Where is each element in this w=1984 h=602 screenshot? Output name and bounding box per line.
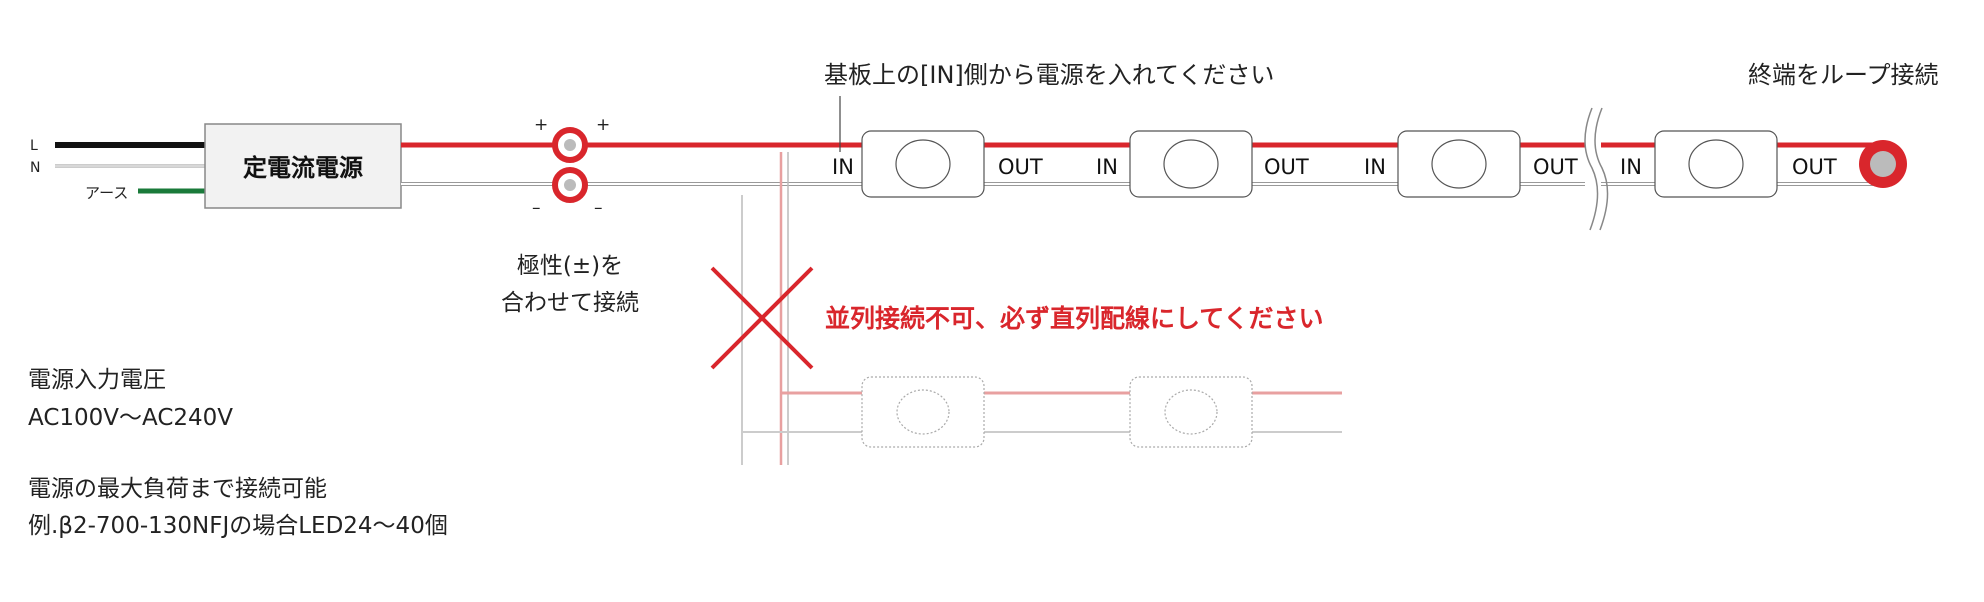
input-side-note: 基板上の[IN]側から電源を入れてください [824, 61, 1274, 89]
module-1-in-label: IN [832, 155, 854, 179]
wire-l-label: L [30, 138, 38, 154]
negative-connector-core [564, 179, 576, 191]
led-module-1 [861, 130, 985, 198]
polarity-note-line2: 合わせて接続 [501, 290, 639, 316]
parallel-warning: 並列接続不可、必ず直列配線にしてください [825, 304, 1324, 333]
module-4-out-label: OUT [1792, 155, 1837, 179]
spec-example: 例.β2-700-130NFJの場合LED24〜40個 [28, 513, 448, 539]
break-mark-right [1594, 107, 1609, 231]
faint-led-module-2 [1129, 376, 1253, 448]
module-2-in-label: IN [1096, 155, 1118, 179]
minus-left: – [532, 198, 541, 218]
led-module-3 [1397, 130, 1521, 198]
plus-right: + [596, 115, 610, 135]
module-2-out-label: OUT [1264, 155, 1309, 179]
module-1-out-label: OUT [998, 155, 1043, 179]
led-module-2 [1129, 130, 1253, 198]
spec-input-voltage-title: 電源入力電圧 [28, 367, 166, 393]
prohibition-cross-b [710, 266, 814, 370]
module-3-in-label: IN [1364, 155, 1386, 179]
spec-input-voltage-range: AC100V〜AC240V [28, 405, 233, 431]
minus-right: – [594, 198, 603, 218]
power-supply-label: 定電流電源 [243, 154, 363, 182]
module-4-in-label: IN [1620, 155, 1642, 179]
positive-connector-core [564, 139, 576, 151]
wire-n-label: N [30, 160, 40, 176]
module-3-out-label: OUT [1533, 155, 1578, 179]
end-loop-note: 終端をループ接続 [1748, 61, 1939, 89]
polarity-note-line1: 極性(±)を [517, 253, 623, 279]
led-module-4 [1654, 130, 1778, 198]
power-supply-box [204, 123, 402, 209]
end-loop-cap-core [1870, 151, 1896, 177]
ground-label: アース [85, 184, 128, 202]
spec-max-load: 電源の最大負荷まで接続可能 [28, 476, 327, 502]
break-mark-left [1584, 107, 1599, 231]
plus-left: + [534, 115, 548, 135]
faint-led-module-1 [861, 376, 985, 448]
